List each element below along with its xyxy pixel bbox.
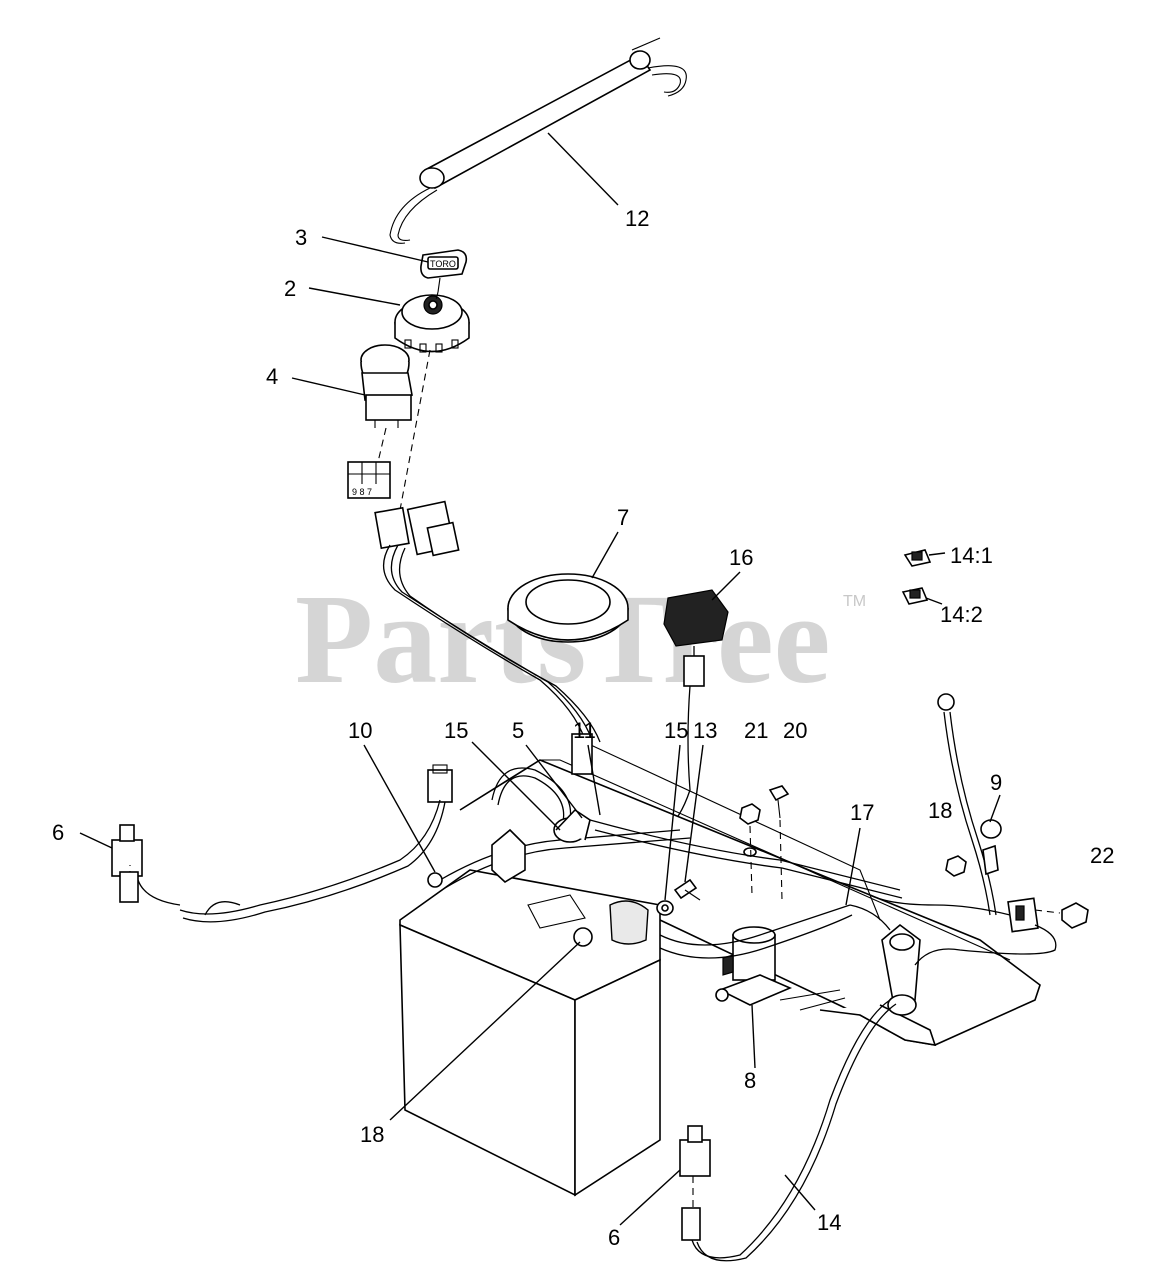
part-6-seat-switch-left[interactable]	[111, 824, 143, 903]
watermark-trademark: TM	[843, 593, 866, 610]
key-brand-label: TORO	[430, 259, 456, 269]
part-4-pto-switch[interactable]	[360, 344, 413, 428]
assembly-line-key	[435, 291, 439, 301]
harness-connectors[interactable]	[374, 500, 601, 743]
part-12-harness-rod[interactable]	[389, 37, 687, 244]
battery[interactable]	[399, 869, 661, 1197]
callout-15-left: 15	[444, 718, 468, 743]
callout-18-right: 18	[928, 798, 952, 823]
callout-14-2: 14:2	[940, 602, 983, 627]
part-17-battery-cable[interactable]	[659, 904, 891, 959]
part-13-screw[interactable]	[673, 878, 701, 901]
callout-14: 14	[817, 1210, 841, 1235]
callout-6-left: 6	[52, 820, 64, 845]
leader-lines	[79, 132, 1001, 1226]
connector-pin-digits: 9 8 7	[352, 487, 372, 497]
left-harness-wires	[137, 799, 446, 923]
assembly-line-22	[1034, 909, 1061, 914]
callout-17: 17	[850, 800, 874, 825]
part-22-bolt[interactable]	[1061, 902, 1089, 929]
callout-14-1: 14:1	[950, 543, 993, 568]
callout-7: 7	[617, 505, 629, 530]
part-2-ignition-switch[interactable]	[394, 294, 470, 353]
frame-bracket	[881, 923, 921, 1016]
part-20-bolt[interactable]	[768, 785, 790, 819]
callout-9: 9	[990, 770, 1002, 795]
callout-2: 2	[284, 276, 296, 301]
part-6-brake-switch-bottom[interactable]	[679, 999, 897, 1262]
part-18-nut-right[interactable]	[945, 855, 967, 877]
part-3-ignition-key[interactable]: TORO	[420, 249, 468, 293]
callout-15-right: 15	[664, 718, 688, 743]
part-8-starter-solenoid[interactable]	[715, 926, 793, 1006]
assembly-line-pto	[377, 427, 387, 463]
part-15-washer-right[interactable]	[656, 900, 674, 916]
part-14-1-fuse[interactable]	[903, 549, 932, 567]
callout-5: 5	[512, 718, 524, 743]
part-14-2-fuse[interactable]	[901, 587, 929, 605]
callout-21: 21	[744, 718, 768, 743]
callout-3: 3	[295, 225, 307, 250]
callout-18-bottom: 18	[360, 1122, 384, 1147]
callout-11: 11	[573, 718, 596, 743]
callout-13: 13	[693, 718, 717, 743]
callout-20: 20	[783, 718, 807, 743]
part-9-ground-cable[interactable]	[937, 693, 1002, 916]
connector-right[interactable]	[869, 894, 1057, 966]
callout-12: 12	[625, 206, 649, 231]
callout-10: 10	[348, 718, 372, 743]
callout-8: 8	[744, 1068, 756, 1093]
assembly-line-switch	[399, 349, 431, 511]
part-7-round-cap[interactable]	[507, 573, 629, 643]
callout-22: 22	[1090, 843, 1114, 868]
callout-4: 4	[266, 364, 278, 389]
part-16-control-module[interactable]	[663, 589, 729, 831]
part-21-nut[interactable]	[739, 803, 761, 857]
callout-6-bottom: 6	[608, 1225, 620, 1250]
callout-labels: 12 3 2 4 7 16 14:1 14:2 10 15 5 11 15 13…	[52, 206, 1114, 1250]
connector-block-987[interactable]: 9 8 7	[347, 461, 391, 499]
callout-16: 16	[729, 545, 753, 570]
